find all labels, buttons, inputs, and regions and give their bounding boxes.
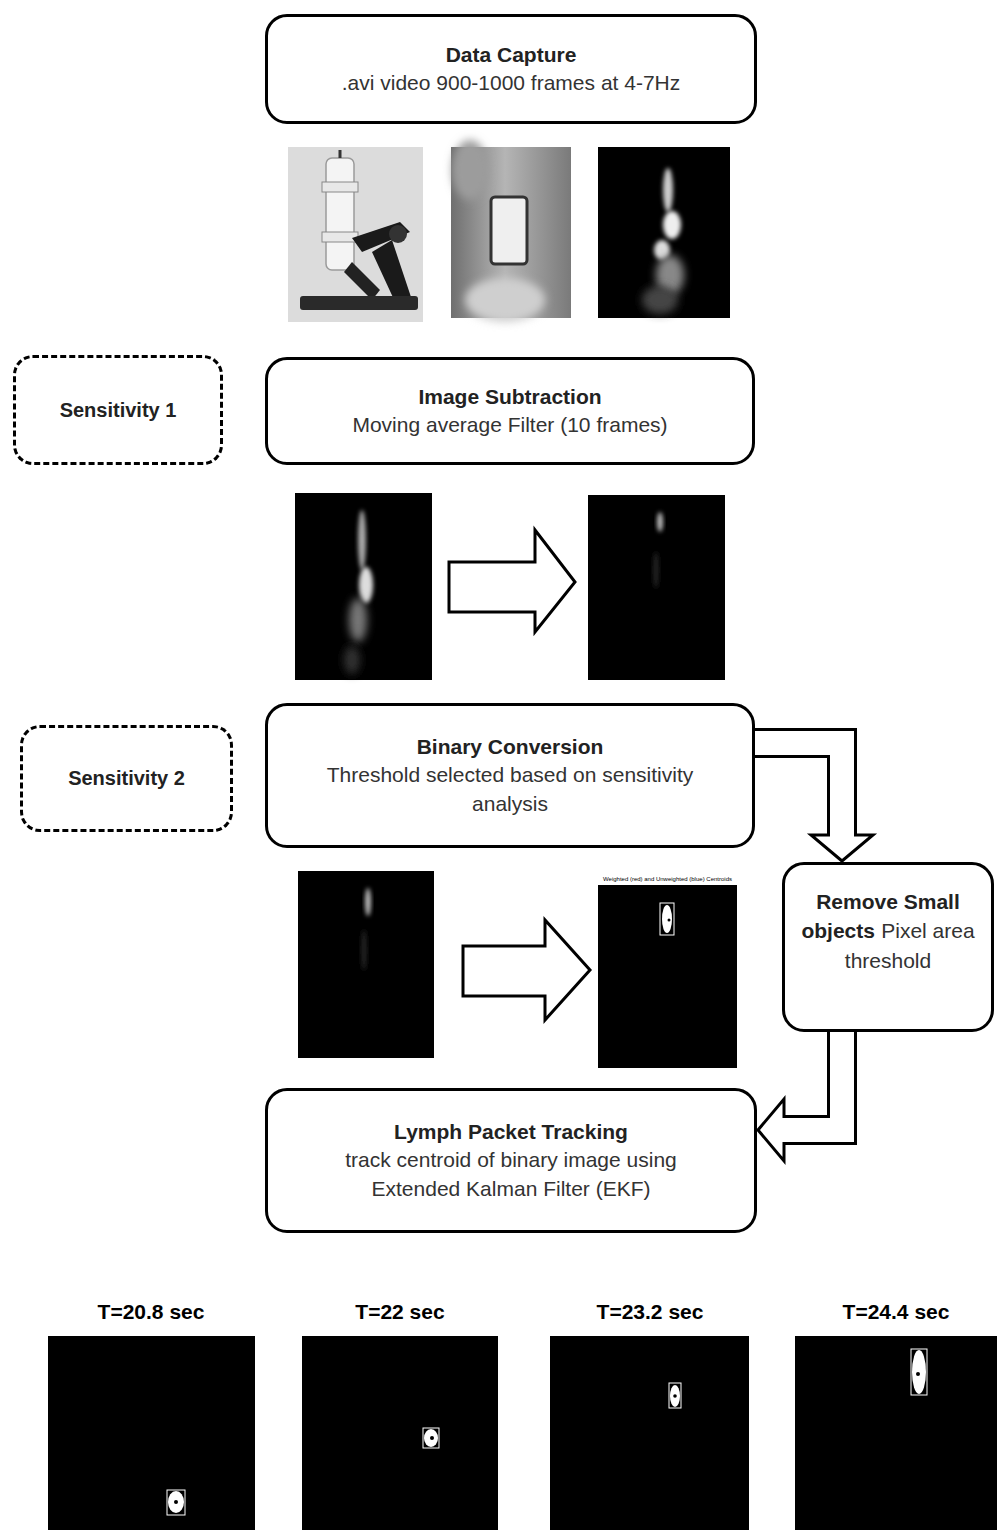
binary-images bbox=[298, 871, 737, 1068]
tracking-frames bbox=[48, 1336, 997, 1530]
box-text: Moving average Filter (10 frames) bbox=[352, 411, 667, 439]
microscope-photo bbox=[288, 147, 423, 322]
box-text: .avi video 900-1000 frames at 4-7Hz bbox=[342, 69, 681, 97]
hollow-arrow bbox=[755, 743, 873, 861]
box-heading: Binary Conversion bbox=[417, 733, 604, 761]
box-heading: Data Capture bbox=[446, 41, 577, 69]
arrow-outline bbox=[755, 743, 842, 835]
arrow-fill bbox=[780, 1032, 842, 1130]
process-box: Remove Small objectsPixel area threshold bbox=[782, 862, 994, 1032]
fluorescence-image bbox=[598, 147, 730, 318]
box-text: track centroid of binary image using Ext… bbox=[301, 1146, 721, 1203]
box-text: Threshold selected based on sensitivity … bbox=[320, 761, 700, 818]
process-box: Data Capture.avi video 900-1000 frames a… bbox=[265, 14, 757, 124]
time-label: T=22 sec bbox=[300, 1300, 500, 1324]
sensitivity-box: Sensitivity 2 bbox=[20, 725, 233, 832]
time-label: T=20.8 sec bbox=[51, 1300, 251, 1324]
time-label: T=24.4 sec bbox=[796, 1300, 996, 1324]
box-heading: Image Subtraction bbox=[418, 383, 601, 411]
process-box: Image SubtractionMoving average Filter (… bbox=[265, 357, 755, 465]
box-heading: Sensitivity 2 bbox=[68, 765, 185, 792]
arrow-fill bbox=[755, 743, 842, 839]
skin-photo bbox=[451, 140, 571, 322]
process-box: Lymph Packet Trackingtrack centroid of b… bbox=[265, 1088, 757, 1233]
hollow-arrow bbox=[758, 1032, 842, 1161]
time-label: T=23.2 sec bbox=[550, 1300, 750, 1324]
box-heading: Lymph Packet Tracking bbox=[394, 1118, 628, 1146]
image-title: Weighted (red) and Unweighted (blue) Cen… bbox=[598, 876, 737, 883]
subtraction-images bbox=[295, 493, 725, 680]
process-box: Binary ConversionThreshold selected base… bbox=[265, 703, 755, 848]
box-heading: Sensitivity 1 bbox=[60, 397, 177, 424]
sensitivity-box: Sensitivity 1 bbox=[13, 355, 223, 465]
